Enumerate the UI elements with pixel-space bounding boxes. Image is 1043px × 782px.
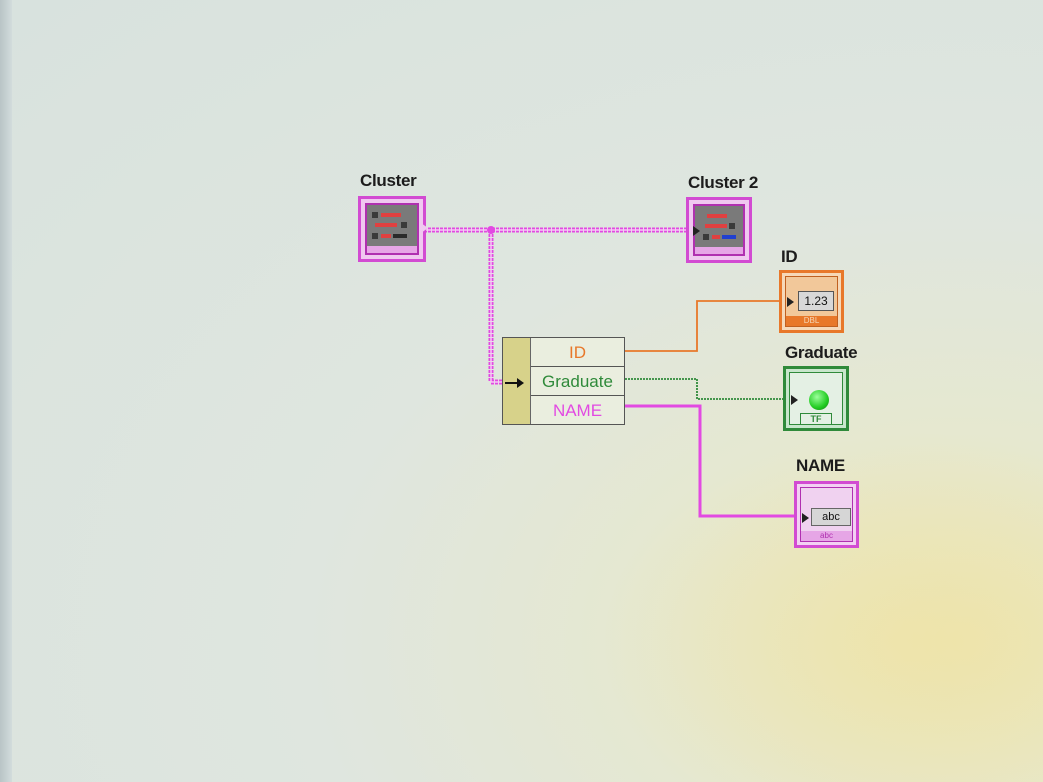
numeric-indicator-icon: 1.23 DBL bbox=[785, 276, 838, 327]
led-icon bbox=[809, 390, 829, 410]
boolean-indicator-icon: TF bbox=[789, 372, 843, 425]
name-type-label: abc bbox=[801, 531, 852, 541]
unbundle-element-graduate[interactable]: Graduate bbox=[531, 367, 624, 396]
unbundle-by-name-node[interactable]: ID Graduate NAME bbox=[502, 337, 625, 425]
cluster-indicator-label: Cluster 2 bbox=[688, 173, 759, 192]
graduate-indicator-terminal[interactable]: TF bbox=[783, 366, 849, 431]
unbundle-by-name-icon bbox=[503, 338, 531, 424]
name-indicator-label: NAME bbox=[796, 456, 845, 475]
graduate-wire[interactable] bbox=[625, 378, 789, 400]
cluster-control-label: Cluster bbox=[360, 171, 417, 190]
string-indicator-icon: abc abc bbox=[800, 487, 853, 542]
monitor-bezel bbox=[0, 0, 12, 782]
cluster-control-icon bbox=[365, 203, 419, 255]
name-wire[interactable] bbox=[625, 404, 799, 518]
name-value-display: abc bbox=[811, 508, 851, 526]
cluster-wire[interactable] bbox=[424, 226, 690, 385]
graduate-indicator-label: Graduate bbox=[785, 343, 858, 362]
name-indicator-terminal[interactable]: abc abc bbox=[794, 481, 859, 548]
cluster-indicator-icon bbox=[693, 204, 745, 256]
cluster-indicator-terminal[interactable] bbox=[686, 197, 752, 263]
cluster-control-terminal[interactable] bbox=[358, 196, 428, 262]
id-value-display: 1.23 bbox=[798, 291, 834, 311]
id-type-label: DBL bbox=[786, 316, 837, 326]
id-wire[interactable] bbox=[625, 300, 784, 352]
unbundle-element-id[interactable]: ID bbox=[531, 338, 624, 367]
id-indicator-label: ID bbox=[781, 247, 798, 266]
id-indicator-terminal[interactable]: 1.23 DBL bbox=[779, 270, 844, 333]
graduate-type-label: TF bbox=[800, 413, 832, 424]
unbundle-element-name[interactable]: NAME bbox=[552, 401, 603, 420]
